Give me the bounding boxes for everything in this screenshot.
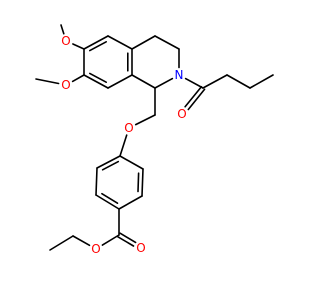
atom-label-n-ring: N: [175, 68, 184, 82]
bond-b3-b4: [95, 194, 120, 210]
bond-c8-c7: [83, 74, 109, 89]
atom-background: [122, 121, 136, 135]
molecule-structure: O O N O O O O: [35, 24, 274, 256]
bond-me6-o_meo6: [60, 24, 65, 35]
bond-o_meo7-me7: [35, 78, 60, 85]
bond-b4-b5: [118, 195, 143, 210]
bond-et1-et2: [49, 235, 74, 251]
bond-c4-c3: [154, 35, 180, 50]
atom-label-o-carbonyl: O: [177, 107, 186, 121]
bond-c5-c4a: [107, 35, 133, 50]
bond-ch2-o_ether: [134, 114, 156, 126]
bond-b1-b2: [96, 155, 121, 169]
bond-ce-o_ester_carbonyl-a: [117, 236, 135, 247]
bond-layer: [35, 24, 274, 251]
atom-background: [59, 78, 73, 92]
atom-label-o-ether: O: [124, 121, 133, 135]
bond-ce-o_ester: [101, 234, 120, 246]
bond-p2-p3: [249, 74, 274, 89]
bond-n_ring-co: [184, 77, 204, 89]
bond-n_ring-c1: [154, 77, 174, 89]
bond-c7-o_meo7: [71, 74, 85, 83]
atom-background: [89, 242, 103, 256]
atom-label-o-ester-carbonyl: O: [136, 241, 145, 255]
atom-label-o-ester: O: [91, 242, 100, 256]
atom-label-layer: O O N O O O O: [59, 34, 189, 256]
bond-b2-b3: [95, 167, 98, 196]
atom-background: [175, 107, 189, 121]
bond-c8a-c8: [107, 74, 133, 89]
bond-ce-o_ester_carbonyl-b: [119, 232, 137, 244]
atom-background: [134, 241, 148, 255]
bond-b5-b6: [141, 168, 144, 197]
bond-c8-c7-inner: [89, 72, 107, 83]
bond-c4a-c4: [131, 35, 156, 50]
bond-c1-c8a: [131, 74, 156, 89]
bond-b3-b4-inner: [101, 192, 119, 204]
atom-label-o-meo6: O: [61, 34, 70, 48]
bond-b5-b6-inner: [137, 172, 140, 193]
bond-b1-b2-inner: [101, 160, 120, 171]
bond-o_ether-b1: [119, 134, 128, 157]
bond-co-p1: [202, 74, 228, 89]
atom-background: [172, 68, 186, 82]
bond-b6-b1: [119, 155, 144, 170]
atom-label-o-meo7: O: [61, 78, 70, 92]
bond-co-o_carbonyl-b: [187, 88, 206, 111]
bond-o_ester-et1: [72, 235, 91, 247]
bond-o_meo6-c6: [72, 43, 85, 50]
atom-background: [59, 34, 73, 48]
bond-c6-c5-inner: [89, 40, 107, 52]
bond-p1-p2: [226, 74, 251, 89]
bond-co-o_carbonyl-a: [184, 85, 203, 108]
bond-c6-c5: [83, 35, 109, 50]
